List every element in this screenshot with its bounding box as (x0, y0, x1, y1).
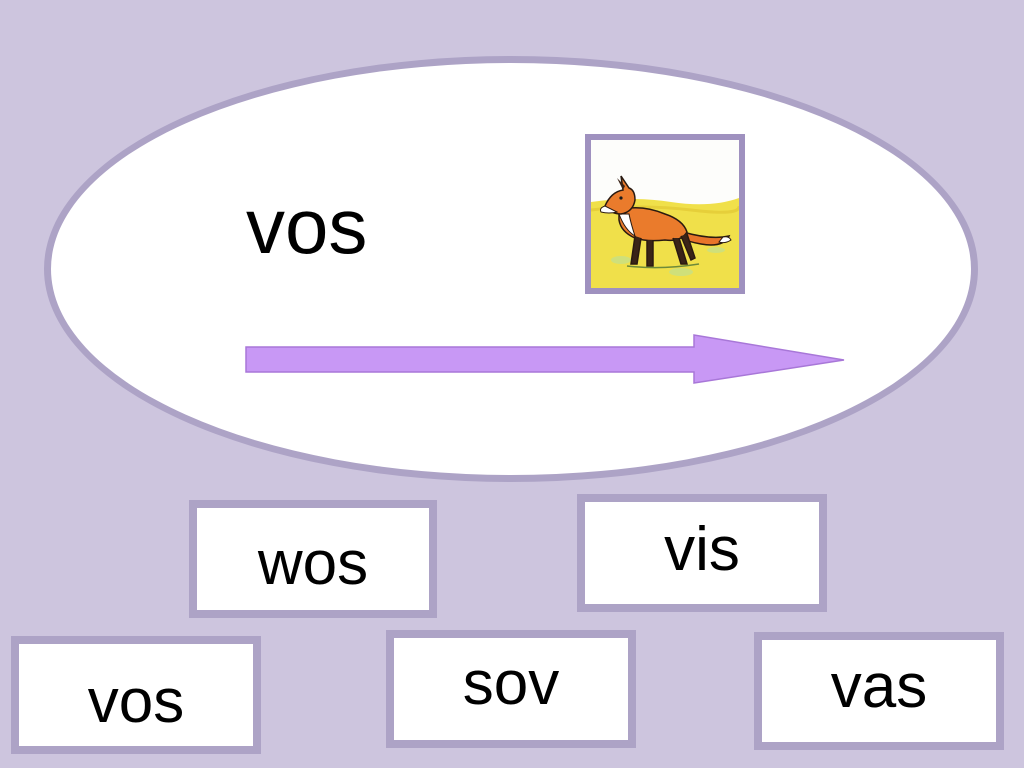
option-card-sov[interactable]: sov (386, 630, 636, 748)
option-label: vis (664, 515, 740, 584)
option-label: sov (462, 649, 560, 718)
option-card-vos[interactable]: vos (11, 636, 261, 754)
option-label: vas (830, 652, 928, 721)
target-word: vos (246, 182, 368, 270)
option-label: vos (87, 667, 185, 736)
option-label: wos (257, 529, 369, 598)
option-card-vas[interactable]: vas (754, 632, 1004, 750)
reading-direction-arrow-icon (245, 334, 845, 384)
option-card-vis[interactable]: vis (577, 494, 827, 612)
fox-picture (585, 134, 745, 294)
word-oval-panel (44, 56, 978, 482)
fox-illustration-icon (591, 140, 739, 288)
option-card-wos[interactable]: wos (189, 500, 437, 618)
